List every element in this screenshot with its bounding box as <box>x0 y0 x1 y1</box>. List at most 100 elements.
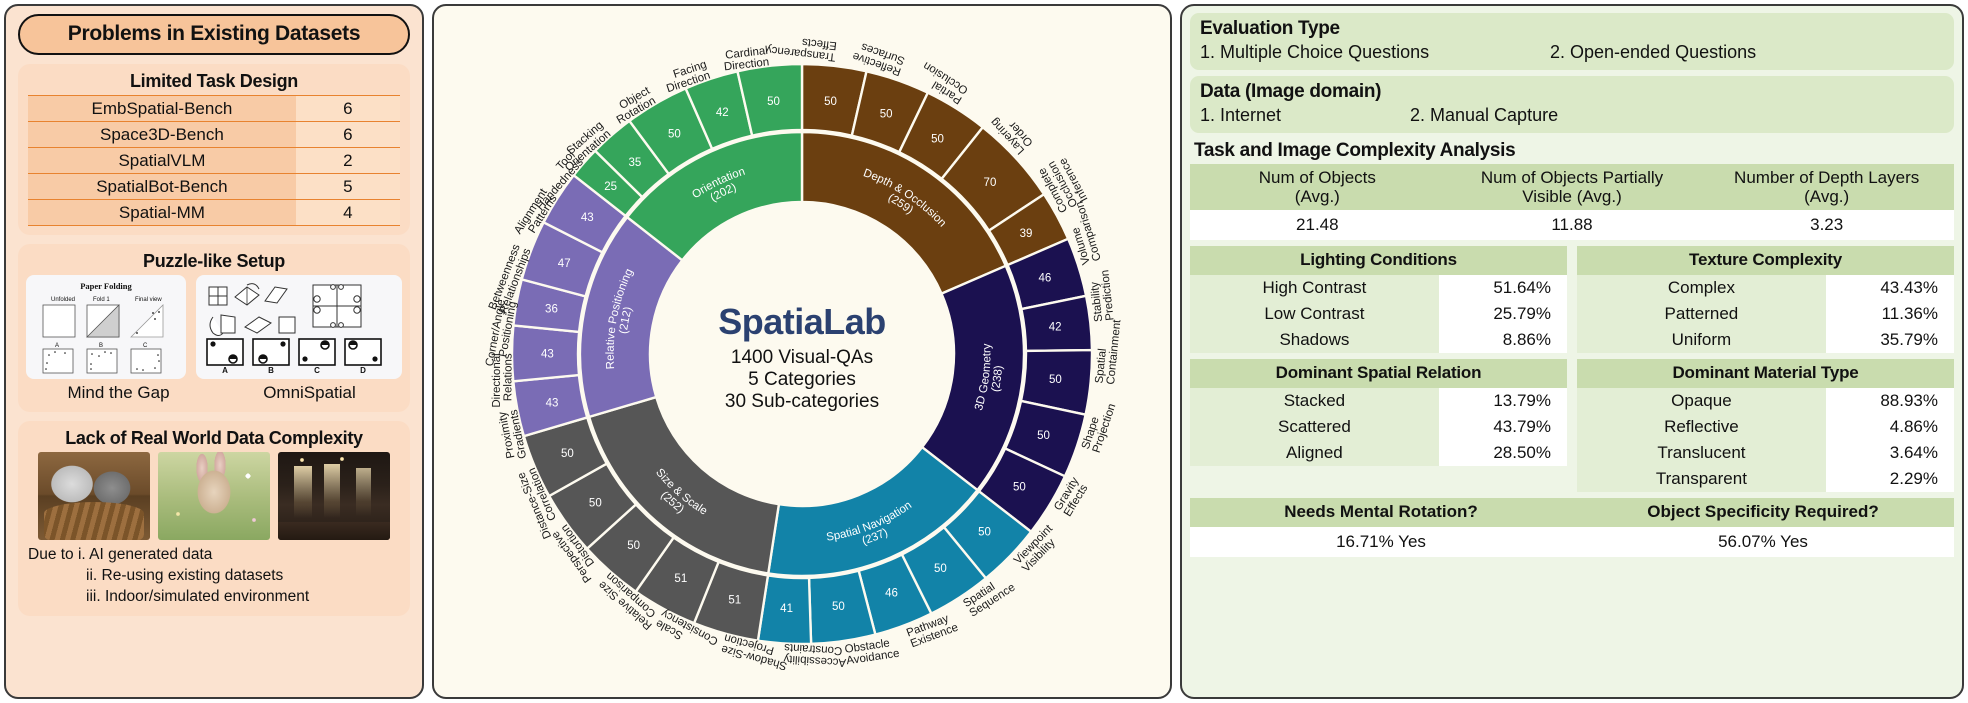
data-domain-heading: Data (Image domain) <box>1200 81 1382 102</box>
stat-value: 13.79% <box>1438 388 1567 415</box>
data-domain-card: Data (Image domain) 1. Internet 2. Manua… <box>1190 76 1954 133</box>
caption-omnispatial: OmniSpatial <box>263 383 356 402</box>
dataset-name: Spatial-MM <box>28 199 296 226</box>
stat-value: 35.79% <box>1825 327 1954 354</box>
photo-kittens <box>38 452 150 540</box>
svg-text:B: B <box>99 343 103 349</box>
sunburst-subcategory-value: 25 <box>604 181 617 193</box>
data-domain-option-1: 1. Internet <box>1200 105 1282 125</box>
sunburst-subcategory-value: 50 <box>1013 482 1026 494</box>
complexity-analysis-section: Task and Image Complexity Analysis Num o… <box>1190 139 1954 241</box>
sunburst-subcategory-label: DirectionalRelations <box>491 353 515 408</box>
yesno-value: 16.71% Yes <box>1190 527 1572 558</box>
complexity-column-header: Number of Depth Layers(Avg.) <box>1699 164 1954 211</box>
svg-text:Paper Folding: Paper Folding <box>80 281 132 291</box>
dataset-name: Space3D-Bench <box>28 121 296 148</box>
sunburst-subcategory-value: 41 <box>780 603 793 615</box>
sunburst-subcategory-value: 43 <box>546 397 559 409</box>
dataset-task-count: 2 <box>295 147 400 174</box>
panel-title: Problems in Existing Datasets <box>18 14 410 55</box>
omnispatial-figure: A B C <box>196 275 402 379</box>
sunburst-category-count: (238) <box>990 365 1005 393</box>
stat-value: 8.86% <box>1438 327 1567 354</box>
analysis-title: Task and Image Complexity Analysis <box>1194 140 1516 161</box>
sunburst-subcategory-value: 50 <box>832 601 845 613</box>
sunburst-subcategory-segment[interactable] <box>736 62 804 138</box>
stat-label: Complex <box>1577 275 1826 302</box>
stat-value: 11.36% <box>1825 301 1954 328</box>
stat-value: 2.29% <box>1825 466 1954 493</box>
paper-folding-svg: Paper Folding Unfolded Fold 1 Final view… <box>42 281 164 374</box>
sunburst-subcategory-value: 46 <box>885 587 898 599</box>
sample-images-row <box>28 452 400 540</box>
complexity-column-header: Num of Objects(Avg.) <box>1190 164 1445 211</box>
stat-label: Aligned <box>1190 440 1439 467</box>
stat-value: 88.93% <box>1825 388 1954 415</box>
evaluation-type-options: 1. Multiple Choice Questions 2. Open-end… <box>1200 42 1944 63</box>
stat-value: 43.43% <box>1825 275 1954 302</box>
stat-value: 28.50% <box>1438 440 1567 467</box>
omnispatial-svg: A B C <box>206 283 382 375</box>
sunburst-subcategory-value: 35 <box>628 157 641 169</box>
puzzle-setup-heading: Puzzle-like Setup <box>143 251 285 271</box>
sunburst-subcategory-value: 50 <box>767 96 780 108</box>
due-to-list: Due to i. AI generated data ii. Re-using… <box>28 545 400 607</box>
sunburst-subcategory-value: 43 <box>541 348 554 360</box>
stat-label: Opaque <box>1577 388 1826 415</box>
sunburst-subcategory-label: ObstacleAvoidance <box>844 636 900 667</box>
sunburst-subcategory-value: 43 <box>581 212 594 224</box>
stat-label: High Contrast <box>1190 275 1439 302</box>
svg-text:A: A <box>55 343 59 349</box>
puzzle-captions: Mind the Gap OmniSpatial <box>28 383 400 403</box>
dataset-task-count: 5 <box>295 173 400 200</box>
data-domain-options: 1. Internet 2. Manual Capture <box>1200 105 1944 126</box>
svg-text:C: C <box>314 366 320 375</box>
stat-label: Scattered <box>1190 414 1439 441</box>
lack-complexity-card: Lack of Real World Data Complexity Due t… <box>18 421 410 617</box>
texture-caption: Texture Complexity <box>1577 246 1954 276</box>
sunburst-subcategory-value: 50 <box>934 563 947 575</box>
sunburst-subcategory-value: 39 <box>1020 228 1033 240</box>
sunburst-subcategory-value: 47 <box>558 258 571 270</box>
svg-text:Fold 1: Fold 1 <box>93 297 110 303</box>
due-item-i: Due to i. AI generated data <box>28 546 213 563</box>
sunburst-category-6[interactable] <box>625 130 804 262</box>
stat-label: Patterned <box>1577 301 1826 328</box>
photo-bunny <box>158 452 270 540</box>
sunburst-subcategory-value: 50 <box>1037 430 1050 442</box>
stat-value: 4.86% <box>1825 414 1954 441</box>
complexity-value: 11.88 <box>1444 210 1700 241</box>
stat-label: Shadows <box>1190 327 1439 354</box>
sunburst-subcategory-value: 50 <box>668 129 681 141</box>
sunburst-subcategory-label: TransparencyEffects <box>765 32 837 63</box>
sunburst-subcategory-value: 50 <box>978 527 991 539</box>
stat-value: 25.79% <box>1438 301 1567 328</box>
sunburst-subcategory-value: 36 <box>545 304 558 316</box>
yesno-header: Needs Mental Rotation? <box>1190 498 1572 528</box>
dataset-name: EmbSpatial-Bench <box>28 95 296 122</box>
stat-value: 43.79% <box>1438 414 1567 441</box>
paper-folding-figure: Paper Folding Unfolded Fold 1 Final view… <box>26 275 186 379</box>
sunburst-subcategory-value: 50 <box>931 133 944 145</box>
sunburst-subcategory-value: 50 <box>589 498 602 510</box>
sunburst-category-count: (212) <box>618 305 635 334</box>
sunburst-chart: Depth & Occlusion(259)50TransparencyEffe… <box>484 32 1124 672</box>
